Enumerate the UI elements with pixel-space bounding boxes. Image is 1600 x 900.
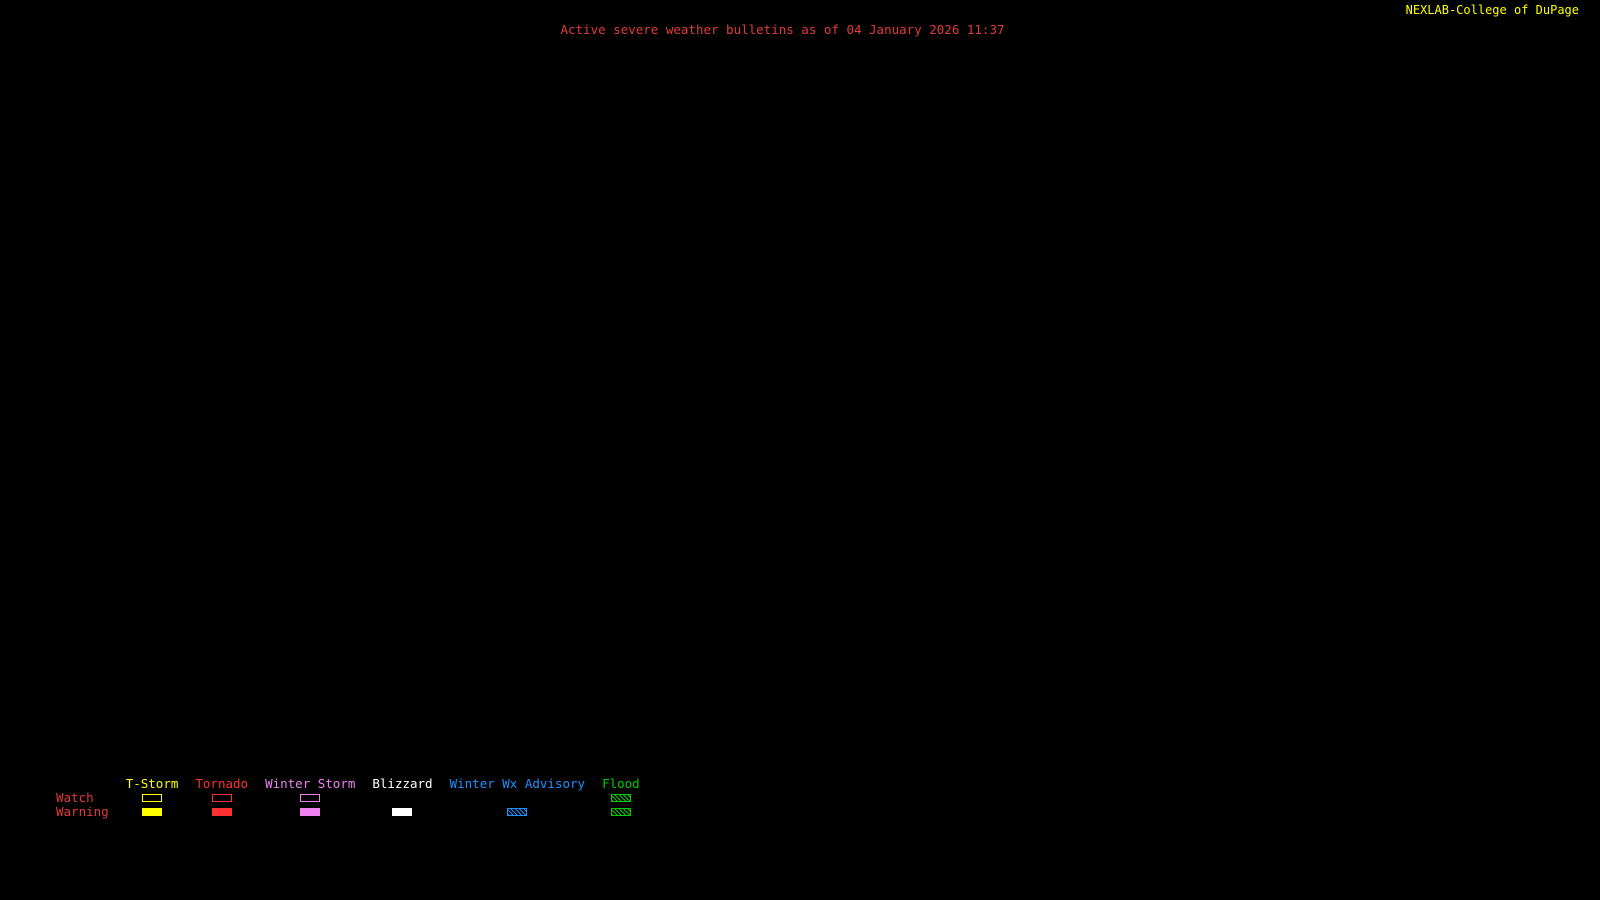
warning-cell	[211, 805, 232, 819]
warning-swatch	[610, 808, 631, 816]
legend-column-label: Winter Wx Advisory	[449, 776, 586, 791]
watch-cell	[507, 791, 527, 805]
legend-column-label: Winter Storm	[265, 776, 356, 791]
legend-column-label: T-Storm	[125, 776, 179, 791]
legend-column-blizzard: Blizzard	[372, 776, 433, 819]
warning-cell	[610, 805, 631, 819]
warning-swatch	[211, 808, 232, 816]
legend-column-flood: Flood	[602, 776, 640, 819]
warning-cell	[142, 805, 163, 819]
watch-swatch	[142, 794, 163, 802]
warning-swatch	[300, 808, 321, 816]
watch-cell	[300, 791, 321, 805]
watch-swatch	[610, 794, 631, 802]
legend-column-label: Flood	[602, 776, 640, 791]
legend-column-label: Tornado	[195, 776, 249, 791]
warning-cell	[300, 805, 321, 819]
warning-swatch	[507, 808, 528, 816]
watch-cell	[610, 791, 631, 805]
legend-row-label-warning: Warning	[56, 804, 109, 819]
legend-column-label: Blizzard	[372, 776, 433, 791]
nexlab-brand: NEXLAB-College of DuPage	[1406, 3, 1594, 17]
warning-swatch	[142, 808, 163, 816]
legend-column-tornado: Tornado	[195, 776, 248, 819]
watch-cell	[392, 791, 412, 805]
watch-cell	[142, 791, 163, 805]
legend: Watch Warning T-Storm Tornado Winter Sto…	[56, 776, 640, 819]
legend-row-labels-spacer	[56, 776, 109, 791]
warning-cell	[392, 805, 413, 819]
nexlab-logo-icon	[1583, 4, 1594, 17]
legend-column-winter-wx-advisory: Winter Wx Advisory	[450, 776, 585, 819]
watch-swatch	[300, 794, 321, 802]
legend-column-tstorm: T-Storm	[125, 776, 179, 819]
watch-swatch	[211, 794, 232, 802]
legend-row-labels: Watch Warning	[56, 776, 109, 819]
watch-cell	[211, 791, 232, 805]
bulletin-title: Active severe weather bulletins as of 04…	[560, 22, 1005, 37]
nexlab-brand-text: NEXLAB-College of DuPage	[1405, 3, 1579, 17]
warning-swatch	[392, 808, 413, 816]
legend-row-label-watch: Watch	[56, 790, 94, 805]
warning-cell	[507, 805, 528, 819]
legend-column-winter-storm: Winter Storm	[265, 776, 355, 819]
